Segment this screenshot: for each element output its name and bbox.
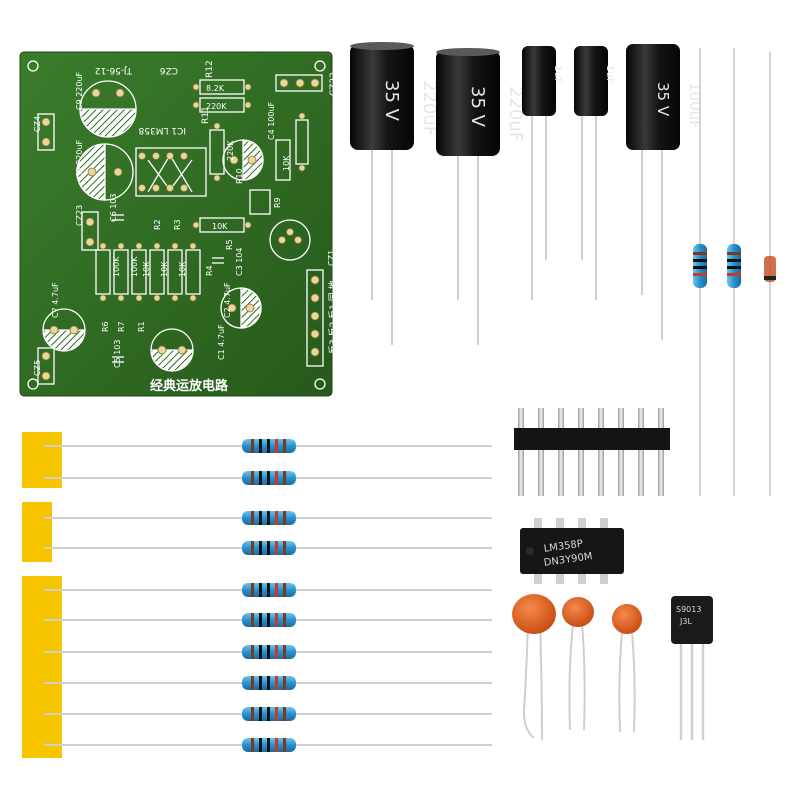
electrolytic-capacitor-2: 220uF 35 V: [436, 48, 526, 345]
electrolytic-capacitor-5: 100uF 35 V: [626, 44, 704, 340]
pcb-label-100k-b: 100K: [130, 256, 139, 277]
horizontal-resistor: [44, 645, 492, 659]
pcb-label-10k-c: 10K: [142, 261, 151, 277]
pcb-label-c6: C6 103: [109, 194, 118, 223]
pcb-label-r9: R9: [273, 197, 282, 208]
cap2-value: 220uF: [505, 86, 526, 142]
horizontal-resistor: [44, 613, 492, 627]
horizontal-resistor: [44, 511, 492, 525]
horizontal-resistor: [44, 676, 492, 690]
transistor-s9013: S9013 J3L: [671, 596, 713, 740]
pcb-label-100k-a: 100K: [112, 256, 121, 277]
horizontal-resistors: [44, 439, 492, 752]
pcb-label-c8: C8 220uF: [75, 139, 84, 178]
pcb-label-r4: R4: [205, 265, 214, 276]
pcb-label-10k-d: 10K: [160, 261, 169, 277]
pcb-label-10k-e: 10K: [178, 261, 187, 277]
pcb-label-c2: C2 4.7uF: [223, 282, 232, 318]
electrolytic-capacitor-4: 1uF: [574, 46, 615, 300]
pin-header-8: [514, 408, 670, 496]
pcb-label-c7: C7 4.7uF: [51, 282, 60, 318]
pcb-label-c5: C5 103: [113, 340, 122, 369]
pcb-labels: TJ-56-12 CZ6 R12 CZ22 8.2K 220K R11 IC1 …: [33, 60, 344, 394]
electrolytic-capacitor-1: 220uF 35 V: [350, 42, 440, 345]
cap5-value: 100uF: [686, 82, 704, 129]
pcb-label-cz23: CZ23: [75, 205, 84, 226]
cap1-value: 220uF: [419, 80, 440, 136]
pcb-pads: [41, 78, 320, 381]
horizontal-resistor: [44, 707, 492, 721]
horizontal-resistor: [44, 541, 492, 555]
cap4-value: 1uF: [604, 65, 615, 84]
pcb-label-cz1: CZ1: [327, 250, 336, 266]
horizontal-resistor: [44, 471, 492, 485]
cap2-voltage: 35 V: [467, 86, 488, 128]
pcb-label-q1: Q1 9013: [333, 212, 342, 246]
pcb-label-10k-a: 10K: [282, 155, 291, 171]
pcb-label-cz6: CZ6: [160, 65, 178, 75]
pcb-label-connector-pins: 反3 反2 反1 同 地: [327, 280, 339, 354]
pcb-label-cz5: CZ5: [33, 360, 42, 376]
pcb-label-d1: D1 4148: [335, 112, 344, 146]
cap5-voltage: 35 V: [654, 82, 672, 117]
transistor-marking-2: J3L: [679, 617, 692, 626]
horizontal-resistor: [44, 583, 492, 597]
ceramic-capacitor-3: [612, 604, 642, 733]
pcb-label-cz24: CZ4: [33, 116, 42, 132]
pcb-label-cz22: CZ22: [329, 72, 339, 96]
pcb-label-r6: R6: [101, 321, 110, 332]
horizontal-resistor: [44, 439, 492, 453]
transistor-marking-1: S9013: [676, 605, 701, 614]
electrolytic-capacitor-3: 1uF: [522, 46, 563, 300]
ceramic-capacitor-1: [512, 594, 556, 741]
pcb-label-r7: R7: [117, 321, 126, 332]
pcb-label-r2: R2: [153, 219, 162, 230]
pcb-label-ic1: IC1 LM358: [138, 125, 186, 135]
pcb-label-r1: R1: [137, 321, 146, 332]
horizontal-resistor: [44, 738, 492, 752]
ic-marking-1: LM358P: [543, 539, 583, 555]
resistor-tape-group: [22, 432, 62, 758]
pcb-title: 经典运放电路: [150, 378, 229, 394]
pcb-label-r12: R12: [205, 60, 215, 78]
pcb-label-r11: R11: [201, 106, 211, 124]
cap1-voltage: 35 V: [381, 80, 402, 122]
pcb-label-220k: 220K: [206, 102, 227, 111]
vertical-resistor-2: [727, 48, 741, 496]
pcb-label-c9: C9 220uF: [75, 71, 84, 110]
pcb-label-c1: C1 4.7uF: [217, 324, 226, 360]
pcb-code: TJ-56-12: [95, 65, 133, 75]
diode-1n4148: [764, 52, 776, 496]
cap3-value: 1uF: [552, 65, 563, 84]
pcb-label-r10: R10: [235, 168, 244, 184]
pcb-label-10k-b: 10K: [212, 222, 228, 231]
ceramic-capacitor-2: [562, 597, 594, 731]
pcb-label-8k2: 8.2K: [206, 84, 225, 93]
pcb-label-c3: C3 104: [235, 248, 244, 277]
ic-lm358-dip8: LM358P DN3Y90M: [520, 518, 624, 584]
pcb-label-r3: R3: [173, 219, 182, 230]
vertical-resistor-1: [693, 48, 707, 496]
pcb-label-220k-b: 220K: [226, 140, 235, 161]
pcb-label-r5: R5: [225, 239, 234, 250]
pcb-label-c4: C4 100uF: [267, 101, 276, 140]
